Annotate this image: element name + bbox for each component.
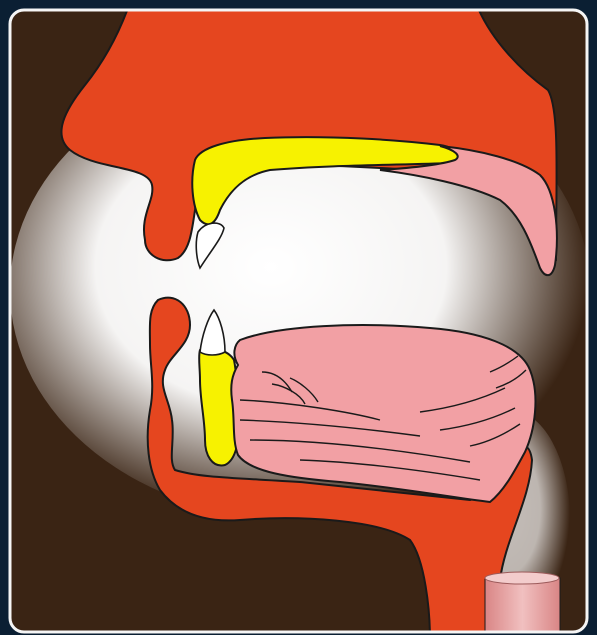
trachea-rim — [485, 572, 559, 584]
